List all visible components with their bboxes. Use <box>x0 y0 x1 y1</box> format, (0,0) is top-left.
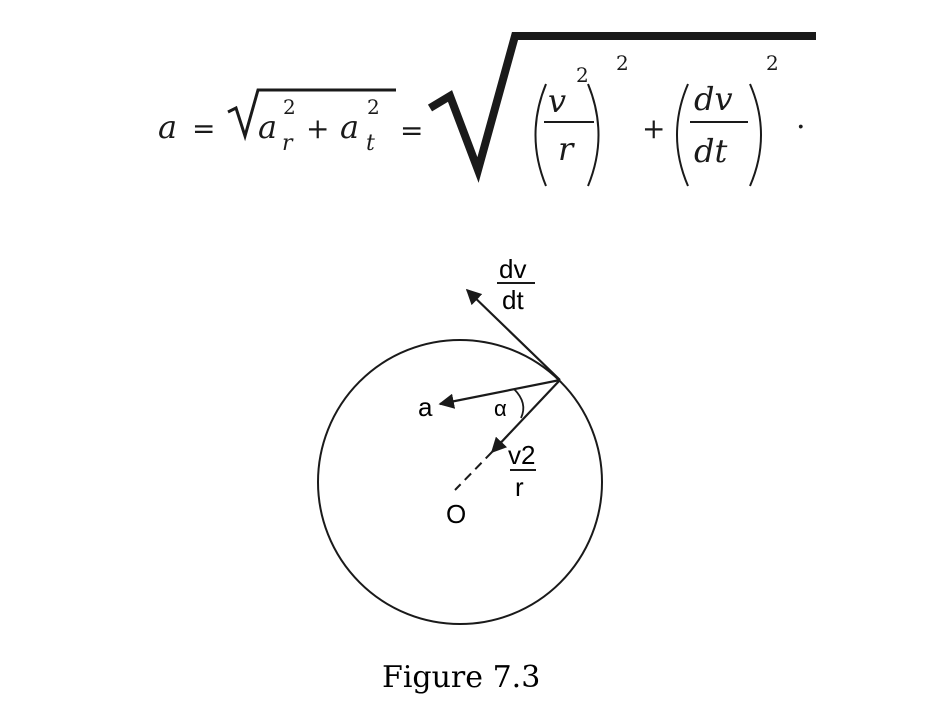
eq-lhs-a: a <box>158 108 177 146</box>
r-denominator: r <box>515 472 524 502</box>
equation: a = a 2 r + a 2 t = v 2 r 2 + dv dt 2 . <box>158 32 816 187</box>
diagram: dv dt a α v2 r O <box>317 254 603 625</box>
resultant-label-a: a <box>418 392 433 422</box>
eq-ar-sub: r <box>282 131 294 156</box>
v2-numerator: v2 <box>508 440 535 470</box>
eq-equals-1: = <box>192 112 215 145</box>
small-radical-sign <box>227 88 396 142</box>
large-radical-sign <box>427 32 816 183</box>
figure-caption: Figure 7.3 <box>382 660 540 695</box>
resultant-arrow <box>438 378 561 409</box>
angle-arc <box>513 388 525 419</box>
eq-equals-2: = <box>400 114 423 147</box>
eq-dv: dv <box>694 80 733 118</box>
angle-label-alpha: α <box>494 396 507 421</box>
dvdt-denominator: dt <box>502 285 524 315</box>
dvdt-numerator: dv <box>499 254 526 284</box>
term1-left-paren <box>534 83 547 187</box>
eq-v: v <box>548 82 566 120</box>
term1-sup: 2 <box>616 51 629 75</box>
dashed-radius-line <box>454 451 493 491</box>
term1-right-paren <box>587 83 600 187</box>
eq-at-sup: 2 <box>367 95 380 119</box>
eq-plus-1: + <box>306 112 329 145</box>
origin-label: O <box>446 499 466 529</box>
term2-sup: 2 <box>766 51 779 75</box>
eq-v-sup: 2 <box>576 63 589 87</box>
eq-plus-2: + <box>642 112 665 145</box>
circle-path <box>317 339 603 625</box>
term2-left-paren <box>676 83 689 187</box>
eq-r: r <box>558 130 575 168</box>
eq-period: . <box>796 101 806 136</box>
eq-dt: dt <box>694 132 727 170</box>
eq-ar-base: a <box>258 108 277 146</box>
eq-ar-sup: 2 <box>283 95 296 119</box>
eq-at-sub: t <box>366 131 375 156</box>
term2-right-paren <box>749 83 762 187</box>
tangential-arrow <box>465 288 561 381</box>
centripetal-arrow <box>490 379 561 454</box>
eq-at-base: a <box>340 108 359 146</box>
